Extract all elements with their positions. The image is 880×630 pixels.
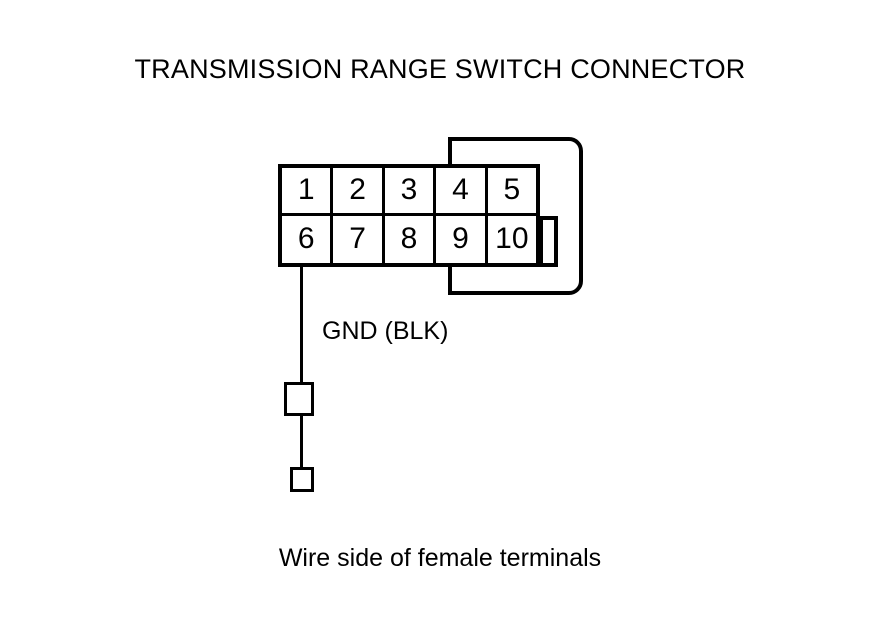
pin-row-bottom: 6 7 8 9 10 xyxy=(282,215,536,263)
pin-cell-8: 8 xyxy=(385,215,437,263)
pin-cell-4: 4 xyxy=(436,168,488,213)
page-title: TRANSMISSION RANGE SWITCH CONNECTOR xyxy=(134,54,746,84)
connector-keying-notch xyxy=(540,216,558,267)
terminal-box-upper xyxy=(284,382,314,416)
ground-wire-segment-lower xyxy=(300,414,303,469)
pin-cell-1: 1 xyxy=(282,168,334,213)
pin-cell-6: 6 xyxy=(282,215,334,263)
pin-cell-9: 9 xyxy=(436,215,488,263)
pin-row-top: 1 2 3 4 5 xyxy=(282,168,536,216)
pin-cell-5: 5 xyxy=(503,173,521,207)
pin-cell-10: 10 xyxy=(495,222,529,256)
pin-cell-7: 7 xyxy=(333,215,385,263)
ground-wire-label: GND (BLK) xyxy=(322,317,449,345)
diagram-caption: Wire side of female terminals xyxy=(278,544,602,572)
ground-wire-segment-upper xyxy=(300,267,303,383)
pin-cell-3: 3 xyxy=(385,168,437,213)
pin-grid: 1 2 3 4 5 6 7 8 9 10 xyxy=(278,164,540,267)
terminal-box-lower xyxy=(290,467,314,492)
pin-cell-2: 2 xyxy=(333,168,385,213)
